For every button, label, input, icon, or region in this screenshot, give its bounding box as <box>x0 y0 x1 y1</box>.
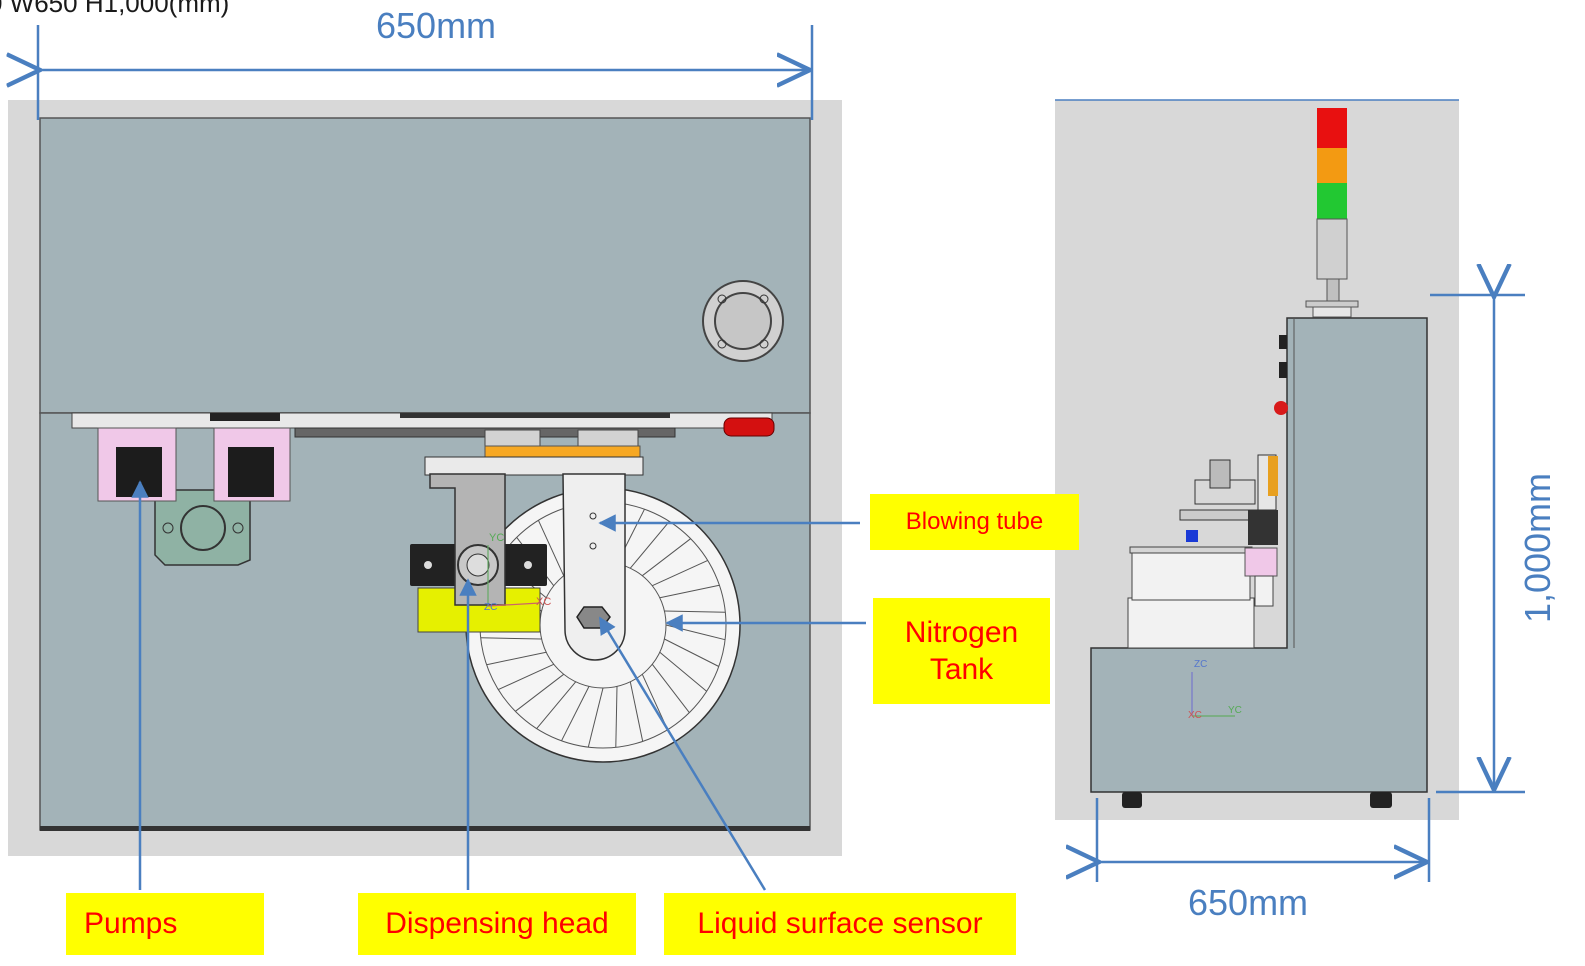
side-cabinet <box>1090 317 1428 793</box>
side-width-label: 650mm <box>1188 882 1309 923</box>
pump-right <box>213 427 291 502</box>
side-axis-xc: XC <box>1188 710 1202 721</box>
tank-spoke <box>515 673 565 712</box>
dimension-lines <box>38 25 1525 882</box>
side-height-label: 1,000mm <box>1517 472 1558 624</box>
callout-pumps: Pumps <box>66 893 264 955</box>
sensor-bracket <box>562 473 626 661</box>
cable-gland <box>702 280 784 362</box>
side-axis-yc: YC <box>1228 705 1242 716</box>
pump-left <box>97 427 177 502</box>
carriage-plate <box>424 456 644 476</box>
tank-spoke <box>651 663 690 713</box>
tank-spoke <box>629 681 644 742</box>
callout-blowing-tube: Blowing tube <box>870 494 1079 550</box>
side-axis-zc: ZC <box>1194 659 1208 670</box>
tank-spoke <box>629 521 670 569</box>
callout-dispensing-head: Dispensing head <box>358 893 636 955</box>
front-view <box>8 100 842 856</box>
tank-spoke <box>615 686 618 748</box>
tank-spoke <box>480 637 542 640</box>
tank-spoke <box>652 559 708 587</box>
callout-leaders <box>131 480 866 891</box>
tank-spoke <box>537 520 565 576</box>
front-axis-xc: XC <box>536 596 552 608</box>
front-width-label: 650mm <box>376 5 497 46</box>
callout-nitrogen-tank: Nitrogen Tank <box>873 598 1050 704</box>
stack-light <box>1305 108 1359 318</box>
side-view <box>1055 99 1459 820</box>
red-handle <box>723 417 775 437</box>
carriage-orange <box>484 445 641 459</box>
tank-spoke <box>664 610 726 613</box>
tank-spoke <box>664 638 720 667</box>
tank-spoke <box>659 651 707 692</box>
front-axis-zc: ZC <box>484 602 498 613</box>
tank-spoke <box>486 651 547 666</box>
side-tank-lower <box>1127 597 1255 649</box>
tank-spoke <box>536 681 577 729</box>
size-caption: 0 W650 H1,000(mm) <box>0 0 230 18</box>
front-cabinet-upper <box>39 117 811 414</box>
tank-spoke <box>561 686 590 742</box>
front-axis-yc: YC <box>489 532 505 544</box>
tank-spoke <box>587 687 604 748</box>
tank-spoke <box>498 663 554 691</box>
side-tank-upper <box>1131 551 1251 601</box>
tank-spoke <box>641 538 691 577</box>
callout-liquid-surface-sensor: Liquid surface sensor <box>664 893 1016 955</box>
tank-spoke <box>659 584 720 599</box>
